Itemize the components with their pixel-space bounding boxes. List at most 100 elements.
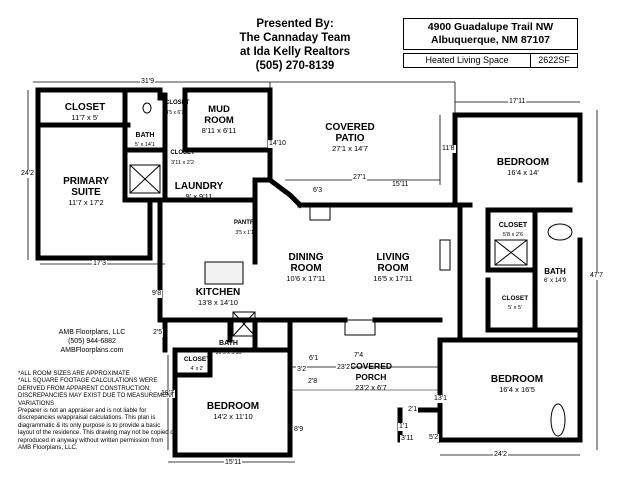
dim-left-bath: 2'5 — [152, 329, 164, 337]
room-closet-east: CLOSET 5' x 5' — [498, 293, 532, 313]
room-laundry-size: 9' x 9'11 — [185, 192, 213, 201]
room-covered-porch-size: 23'2 x 6'7 — [355, 383, 387, 392]
credit-company: AMB Floorplans, LLC — [58, 329, 126, 336]
presenter-line-3: at Ida Kelly Realtors — [240, 46, 350, 58]
room-covered-porch-name: COVERED PORCH — [349, 361, 393, 382]
room-covered-patio-size: 27'1 x 14'7 — [332, 144, 368, 153]
room-dining-name: DINING ROOM — [288, 252, 324, 274]
dim-top-right: 17'11 — [508, 98, 527, 106]
room-bath-sw: BATH 10'5 x 5'10 — [206, 338, 251, 358]
dim-porch-f: 8'9 — [293, 426, 305, 434]
presenter-line-2: The Cannaday Team — [239, 32, 351, 44]
dim-left-upper: 24'2 — [20, 170, 36, 178]
room-kitchen-name: KITCHEN — [195, 287, 241, 298]
address-box: 4900 Guadalupe Trail NW Albuquerque, NM … — [403, 18, 578, 50]
room-bath-east-name: BATH — [544, 267, 566, 276]
room-dining: DINING ROOM 10'6 x 17'11 — [277, 252, 335, 283]
dim-porch-d: 3'2 — [296, 366, 308, 374]
dim-porch-e: 2'8 — [307, 378, 319, 386]
room-bedroom-sw: BEDROOM 14'2 x 11'10 — [197, 401, 269, 421]
room-closet-east-name: CLOSET — [501, 295, 529, 302]
room-bedroom-se: BEDROOM 16'4 x 16'5 — [482, 374, 552, 394]
dim-porch-g: 2'1 — [407, 406, 419, 414]
address-line-1: 4900 Guadalupe Trail NW — [427, 21, 554, 33]
dim-porch-a: 6'1 — [308, 355, 320, 363]
room-bedroom-sw-size: 14'2 x 11'10 — [213, 412, 253, 421]
room-primary-suite-name: PRIMARY SUITE — [63, 176, 109, 198]
room-closet-east-size: 5' x 5' — [507, 305, 523, 311]
room-bath-primary-size: 5' x 14'1 — [134, 142, 156, 148]
room-laundry: LAUNDRY 9' x 9'11 — [168, 181, 230, 201]
room-bedroom-ne-size: 16'4 x 14' — [507, 168, 539, 177]
room-dining-size: 10'6 x 17'11 — [286, 274, 326, 283]
room-bedroom-se-size: 16'4 x 16'5 — [499, 385, 535, 394]
disclaimer-line-3: Preparer is not an appraiser and is not … — [18, 407, 176, 452]
dim-bedroom-sw-bottom: 15'11 — [224, 459, 243, 467]
credit-website: AMBFloorplans.com — [60, 347, 124, 354]
room-bedroom-sw-name: BEDROOM — [206, 401, 260, 412]
room-closet-small-name: CLOSET — [165, 100, 190, 106]
disclaimer-line-1: *ALL ROOM SIZES ARE APPROXIMATE — [18, 370, 130, 377]
room-living-name: LIVING ROOM — [376, 252, 410, 274]
area-box: Heated Living Space 2622SF — [403, 53, 578, 68]
credit-block: AMB Floorplans, LLC (505) 944-6882 AMBFl… — [52, 328, 132, 355]
room-mud-room-size: 8'11 x 6'11 — [201, 126, 237, 135]
room-living: LIVING ROOM 16'5 x 17'11 — [362, 252, 424, 283]
dim-patio-right: 11'8 — [441, 145, 456, 153]
room-bath-sw-name: BATH — [219, 340, 238, 347]
room-closet-primary: CLOSET 11'7 x 5' — [55, 102, 115, 122]
dim-porch-j: 3'11 — [400, 435, 415, 443]
room-closet-mud-size: 3'11 x 2'2 — [171, 160, 194, 166]
disclaimer-block: *ALL ROOM SIZES ARE APPROXIMATE *ALL SQU… — [18, 370, 176, 451]
dim-porch-h: 1'1 — [398, 423, 410, 431]
room-bath-primary: BATH 5' x 14'1 — [128, 130, 162, 150]
room-mud-room-name: MUD ROOM — [204, 104, 234, 126]
presenter-phone: (505) 270-8139 — [255, 60, 335, 72]
dim-bedroom-se-side: 13'1 — [433, 395, 449, 403]
room-closet-small: CLOSET 3'5 x 6'11 — [165, 98, 190, 118]
room-primary-suite: PRIMARY SUITE 11'7 x 17'2 — [52, 176, 120, 207]
room-bedroom-ne: BEDROOM 16'4 x 14' — [488, 157, 558, 177]
room-bath-east: BATH 6' x 14'9 — [535, 266, 575, 286]
room-closet-sw-name: CLOSET — [183, 356, 211, 363]
presenter-block: Presented By: The Cannaday Team at Ida K… — [225, 17, 365, 73]
dim-patio-side: 14'10 — [268, 140, 287, 148]
area-value: 2622SF — [538, 55, 570, 65]
room-bath-sw-size: 10'5 x 5'10 — [215, 350, 242, 356]
room-pantry: PANTRY 3'5 x 1'10 — [230, 218, 262, 238]
room-kitchen: KITCHEN 13'8 x 14'10 — [182, 287, 254, 307]
dim-bedroom-se-bottom: 24'2 — [493, 451, 509, 459]
room-closet-small-size: 3'5 x 6'11 — [165, 110, 187, 116]
room-closet-ne-name: CLOSET — [498, 222, 528, 229]
dim-top-left: 31'9 — [140, 78, 156, 86]
room-primary-suite-size: 11'7 x 17'2 — [68, 198, 104, 207]
room-closet-primary-name: CLOSET — [64, 102, 106, 113]
disclaimer-line-2: *ALL SQUARE FOOTAGE CALCULATIONS WERE DE… — [18, 377, 175, 407]
room-covered-porch: COVERED PORCH 23'2 x 6'7 — [338, 361, 404, 392]
area-label: Heated Living Space — [404, 54, 531, 67]
dim-bedroom-sw-left: 18'7 — [160, 390, 176, 398]
address-line-2: Albuquerque, NM 87107 — [430, 34, 551, 46]
room-closet-primary-size: 11'7 x 5' — [71, 113, 99, 122]
room-covered-patio: COVERED PATIO 27'1 x 14'7 — [315, 122, 385, 153]
room-laundry-name: LAUNDRY — [174, 181, 224, 192]
room-closet-ne-size: 5'8 x 2'6 — [502, 232, 524, 238]
dim-corner-b: 15'11 — [391, 181, 410, 189]
credit-phone: (505) 944-6882 — [68, 338, 116, 345]
dim-right-side: 47'7 — [589, 272, 605, 280]
room-pantry-size: 3'5 x 1'10 — [235, 230, 257, 236]
dim-corner-a: 6'3 — [312, 187, 324, 195]
room-bath-east-size: 6' x 14'9 — [544, 278, 566, 284]
dim-porch-b: 7'4 — [353, 352, 365, 360]
room-bath-primary-name: BATH — [135, 132, 155, 139]
presenter-line-1: Presented By: — [256, 18, 334, 30]
dim-left-kitchen: 9'8 — [151, 290, 163, 298]
dim-mid-primary: 17'3 — [92, 260, 108, 268]
room-mud-room: MUD ROOM 8'11 x 6'11 — [193, 104, 245, 135]
room-closet-sw-size: 4' x 2' — [190, 366, 204, 372]
dim-porch-c: 23'2 — [336, 364, 352, 372]
room-closet-sw: CLOSET 4' x 2' — [180, 354, 214, 374]
room-bedroom-ne-name: BEDROOM — [496, 157, 550, 168]
room-closet-mud: CLOSET 3'11 x 2'2 — [165, 148, 200, 168]
